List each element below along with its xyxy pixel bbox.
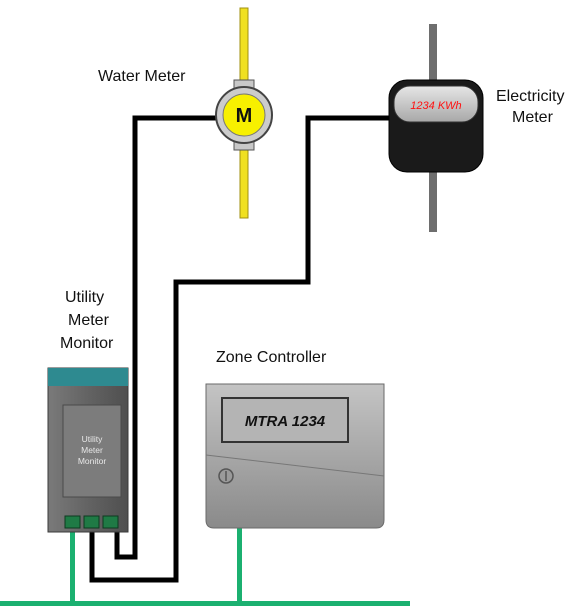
water-meter-body (222, 93, 266, 137)
monitor-face-line1: Utility (82, 434, 104, 444)
electric-meter-face (393, 85, 479, 123)
terminal-1 (64, 515, 81, 529)
electricity-meter-label-line2: Meter (512, 109, 553, 126)
electric-meter-display: 1234 KWh (410, 100, 461, 112)
water-meter-wire (114, 115, 224, 560)
controller-display-panel (221, 397, 349, 443)
bus-drop-controller (237, 528, 242, 604)
water-pipe-bottom (239, 139, 249, 219)
utility-monitor-label-line3: Monitor (60, 335, 114, 352)
water-meter-badge: M (236, 105, 253, 127)
electric-pipe-bottom (429, 170, 437, 232)
monitor-top-band (48, 368, 128, 386)
terminal-2 (83, 515, 100, 529)
electricity-meter-wire (89, 115, 390, 583)
utility-monitor-label-line2: Meter (68, 312, 109, 329)
water-meter-icon: M (215, 7, 273, 219)
monitor-face-line2: Meter (81, 445, 103, 455)
water-pipe-top (239, 7, 249, 91)
monitor-terminals (64, 515, 119, 529)
electricity-meter-label-line1: Electricity (496, 88, 565, 105)
monitor-face-panel (62, 404, 122, 498)
monitor-face-line3: Monitor (78, 456, 107, 466)
utility-monitor-label-line1: Utility (65, 289, 105, 306)
controller-display-text: MTRA 1234 (245, 413, 326, 430)
bus-network (0, 528, 410, 606)
bus-line (0, 601, 410, 606)
controller-curve-line (205, 454, 385, 477)
zone-controller-device: MTRA 1234 (205, 383, 385, 529)
bus-drop-monitor (70, 528, 75, 604)
water-meter-label: Water Meter (98, 68, 186, 85)
zone-controller-label: Zone Controller (216, 349, 327, 366)
utility-monitor-device: Utility Meter Monitor (47, 367, 129, 533)
meter-wiring (89, 115, 390, 583)
electricity-meter-icon: 1234 KWh (388, 24, 484, 232)
electric-pipe-top (429, 24, 437, 86)
terminal-3 (102, 515, 119, 529)
